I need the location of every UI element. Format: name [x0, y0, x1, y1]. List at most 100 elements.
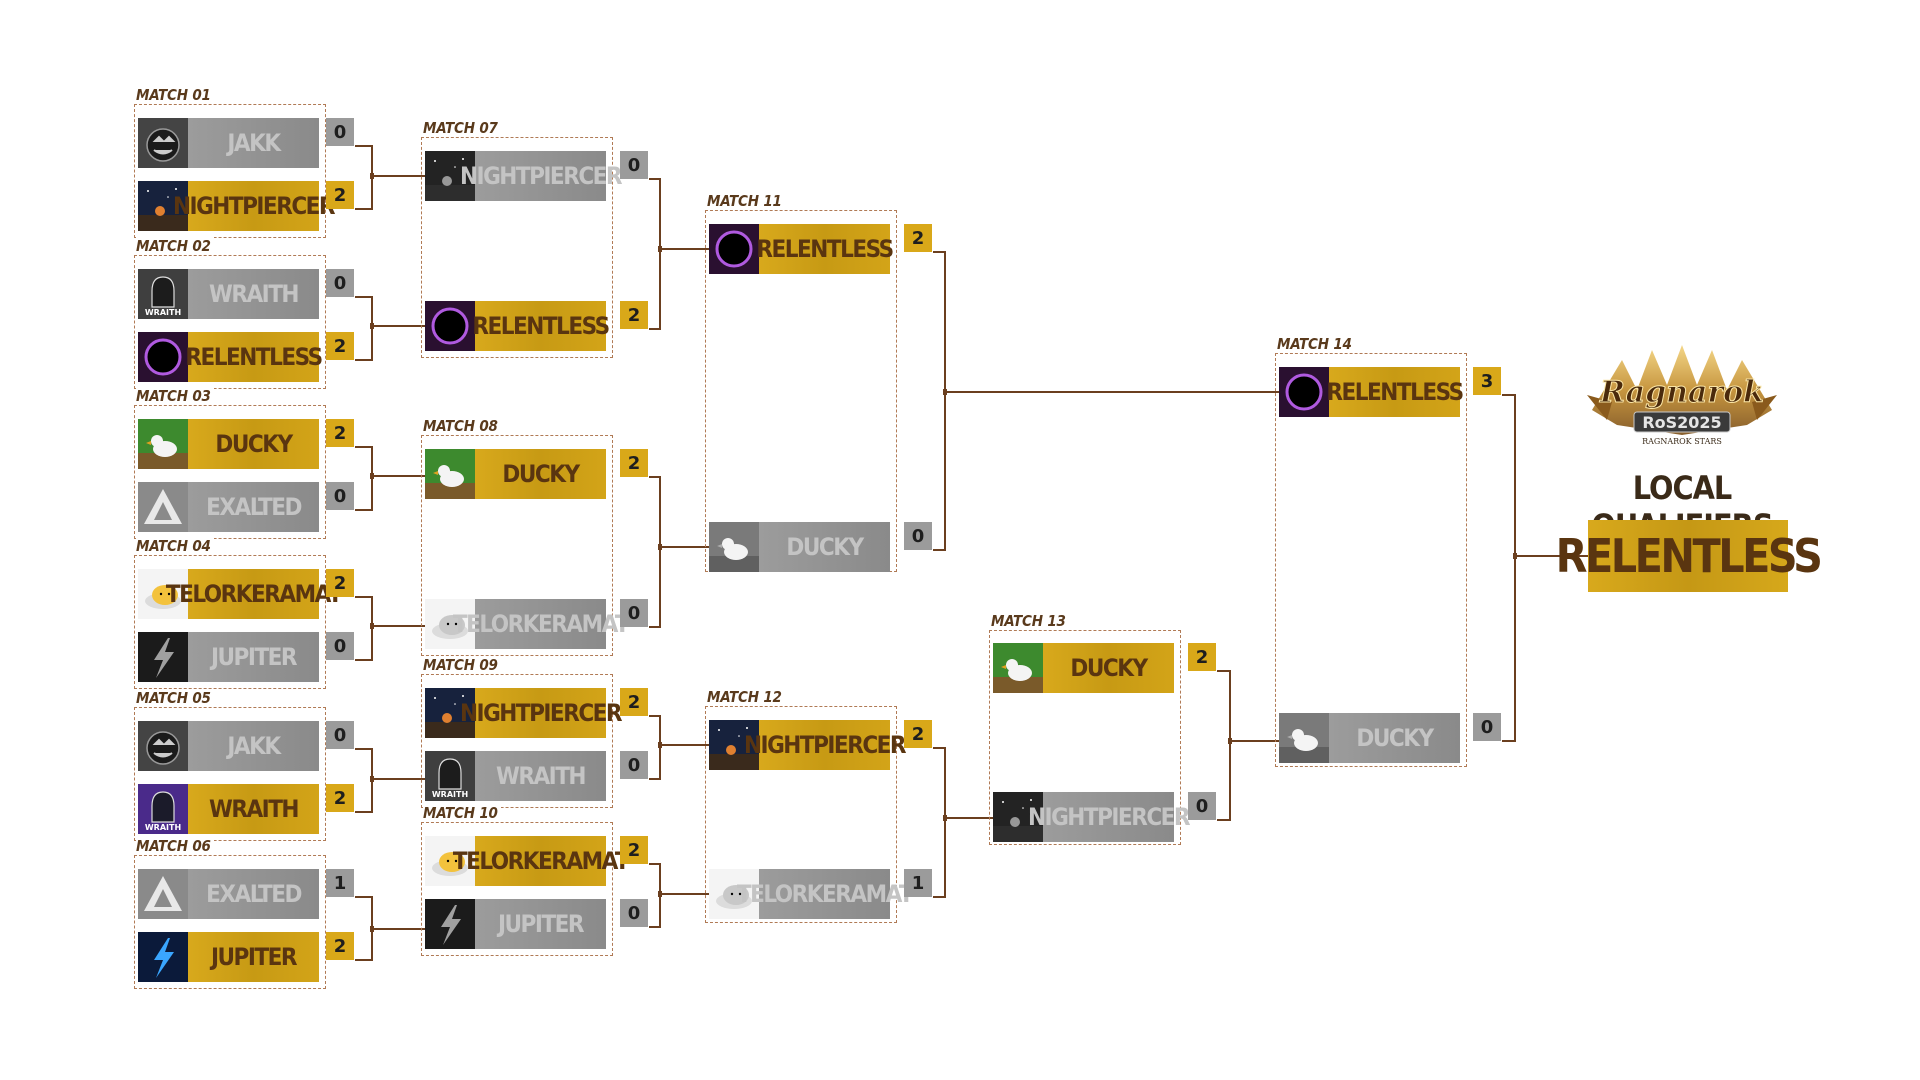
- team-score: 1: [326, 869, 354, 897]
- team-slot: JUPITER: [138, 632, 319, 682]
- team-name: DUCKY: [1043, 643, 1174, 693]
- match-label: MATCH 12: [707, 688, 785, 706]
- ring-team-logo: [138, 332, 188, 382]
- match-label: MATCH 05: [136, 689, 214, 707]
- pumpkin-team-logo: [138, 721, 188, 771]
- team-slot: DUCKY: [138, 419, 319, 469]
- duck-team-logo: [709, 522, 759, 572]
- connector-node: [370, 776, 374, 782]
- connector-line: [355, 896, 425, 961]
- ring-team-logo: [1279, 367, 1329, 417]
- duck-team-logo: [1279, 713, 1329, 763]
- night-team-logo: [425, 688, 475, 738]
- team-slot: EXALTED: [138, 482, 319, 532]
- match-8: MATCH 08: [421, 417, 613, 656]
- match-3: MATCH 03: [134, 387, 326, 539]
- connector-node: [943, 815, 947, 821]
- connector-line: [355, 145, 425, 210]
- team-name: JAKK: [188, 721, 319, 771]
- match-label: MATCH 13: [991, 612, 1069, 630]
- event-branding: Ragnarok RoS2025 RAGNAROK STARS LOCAL QU…: [1578, 340, 1786, 545]
- egg-team-logo: [425, 836, 475, 886]
- match-label: MATCH 10: [423, 804, 501, 822]
- emblem-brand: Ragnarok: [1599, 375, 1764, 410]
- team-name: NIGHTPIERCER: [1028, 792, 1191, 842]
- connector-node: [658, 891, 662, 897]
- ragnarok-emblem-logo: Ragnarok RoS2025 RAGNAROK STARS: [1587, 345, 1777, 446]
- match-2: MATCH 02: [134, 237, 326, 389]
- connector-line: [649, 476, 709, 628]
- team-slot: JAKK: [138, 118, 319, 168]
- team-score: 0: [620, 751, 648, 779]
- match-13: MATCH 13: [989, 612, 1181, 845]
- connector-node: [370, 926, 374, 932]
- team-score: 2: [326, 181, 354, 209]
- ring-team-logo: [709, 224, 759, 274]
- night-team-logo: [425, 151, 475, 201]
- team-score: 2: [904, 720, 932, 748]
- match-7: MATCH 07: [421, 119, 613, 358]
- team-slot: DUCKY: [425, 449, 606, 499]
- team-name: WRAITH: [475, 751, 606, 801]
- team-slot: DUCKY: [1279, 713, 1460, 763]
- connector-line: [355, 446, 425, 511]
- exalted-team-logo: [138, 482, 188, 532]
- team-name: WRAITH: [188, 269, 319, 319]
- team-score: 2: [326, 332, 354, 360]
- team-slot: NIGHTPIERCER: [425, 688, 623, 738]
- bolt-team-logo: [425, 899, 475, 949]
- team-name: DUCKY: [759, 522, 890, 572]
- team-slot: JAKK: [138, 721, 319, 771]
- team-slot: EXALTED: [138, 869, 319, 919]
- match-9: MATCH 09: [421, 656, 613, 808]
- ring-team-logo: [425, 301, 475, 351]
- connector-node: [1228, 738, 1232, 744]
- team-score: 2: [1188, 643, 1216, 671]
- team-score: 2: [620, 836, 648, 864]
- team-name: JAKK: [188, 118, 319, 168]
- team-name: TELORKERAMAT: [166, 569, 343, 619]
- team-name: WRAITH: [188, 784, 319, 834]
- team-score: 0: [620, 599, 648, 627]
- team-score: 1: [904, 869, 932, 897]
- connector-line: [933, 747, 993, 898]
- bolt-team-logo: [138, 632, 188, 682]
- team-score: 2: [904, 224, 932, 252]
- wraith-team-logo: WRAITH: [425, 751, 475, 801]
- egg-team-logo: [709, 869, 759, 919]
- team-name: JUPITER: [188, 632, 319, 682]
- team-name: RELENTLESS: [1326, 367, 1464, 417]
- match-10: MATCH 10: [421, 804, 613, 956]
- match-label: MATCH 08: [423, 417, 501, 435]
- team-score: 2: [620, 301, 648, 329]
- match-6: MATCH 06: [134, 837, 326, 989]
- team-score: 2: [326, 419, 354, 447]
- team-score: 0: [326, 482, 354, 510]
- team-name: DUCKY: [188, 419, 319, 469]
- connector-line: [1217, 670, 1279, 821]
- team-score: 0: [904, 522, 932, 550]
- team-name: JUPITER: [475, 899, 606, 949]
- team-slot: TELORKERAMAT: [425, 599, 630, 649]
- team-score: 3: [1473, 367, 1501, 395]
- match-5: MATCH 05: [134, 689, 326, 841]
- team-name: DUCKY: [475, 449, 606, 499]
- connector-line: [933, 251, 1279, 551]
- team-name: EXALTED: [188, 869, 319, 919]
- wraith-team-logo: WRAITH: [138, 269, 188, 319]
- match-14: MATCH 14: [1275, 335, 1467, 767]
- duck-team-logo: [425, 449, 475, 499]
- connector-node: [370, 623, 374, 629]
- connector-node: [370, 323, 374, 329]
- team-slot: RELENTLESS: [425, 301, 610, 351]
- team-slot: TELORKERAMAT: [138, 569, 343, 619]
- team-score: 0: [326, 118, 354, 146]
- match-label: MATCH 02: [136, 237, 214, 255]
- team-name: RELENTLESS: [185, 332, 323, 382]
- connector-line: [649, 178, 709, 330]
- match-label: MATCH 06: [136, 837, 214, 855]
- match-11: MATCH 11: [705, 192, 897, 572]
- team-score: 0: [620, 151, 648, 179]
